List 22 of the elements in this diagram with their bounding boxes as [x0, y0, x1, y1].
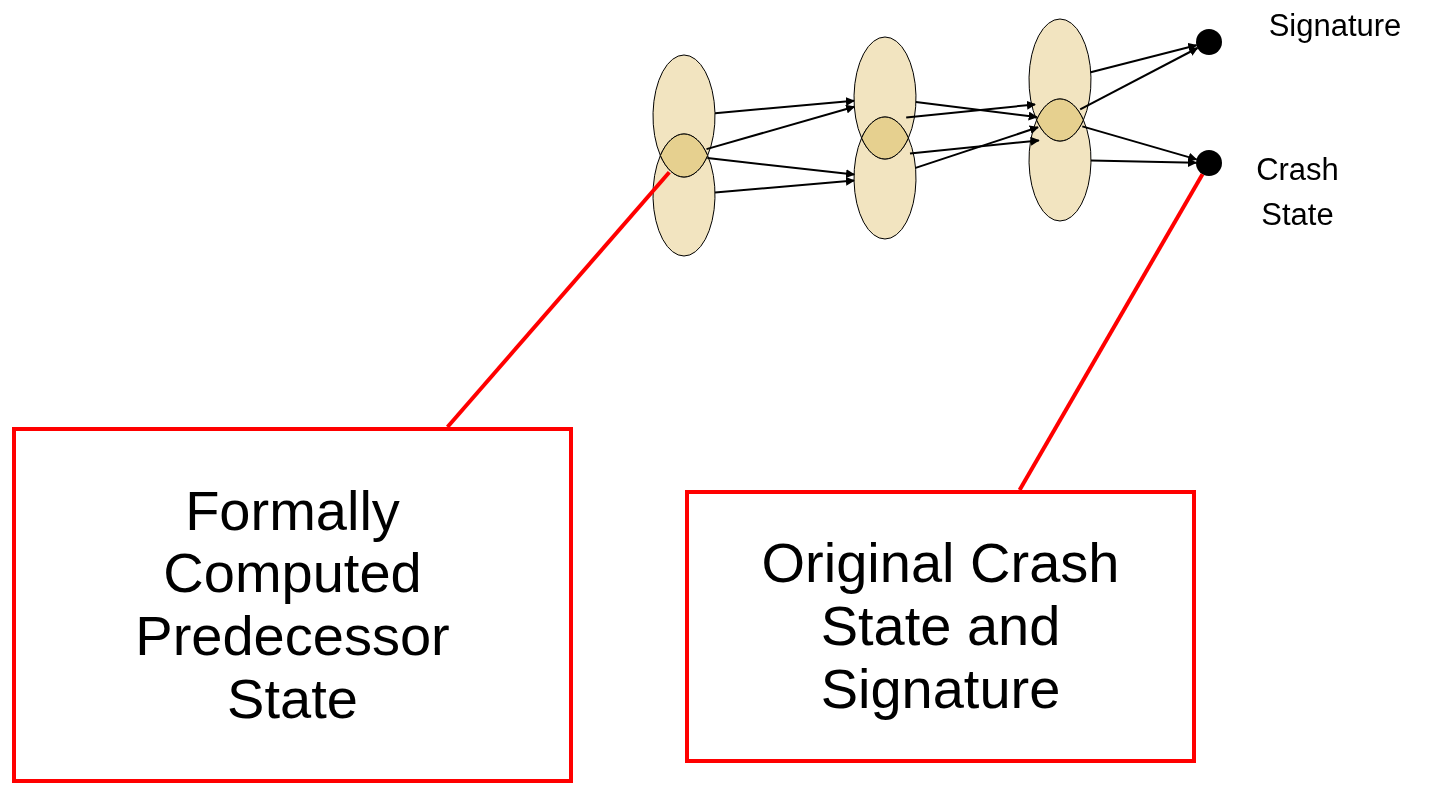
node-label: Crash State [1255, 151, 1340, 234]
arrow [905, 100, 1036, 119]
state-overlap [659, 133, 709, 178]
state-overlap [861, 116, 909, 160]
arrow [706, 157, 856, 179]
arrow [914, 125, 1039, 169]
callout-box: Formally Computed Predecessor State [12, 427, 573, 783]
arrow [714, 97, 855, 115]
node-label: Signature [1267, 7, 1403, 45]
arrow [714, 176, 855, 194]
leader-line [1017, 173, 1205, 491]
arrow [1081, 125, 1198, 162]
arrow [1089, 42, 1198, 74]
arrow [1079, 47, 1199, 111]
arrow [909, 136, 1040, 155]
arrow [1090, 158, 1197, 168]
callout-box: Original Crash State and Signature [685, 490, 1196, 763]
state-dot [1196, 150, 1222, 176]
arrow [705, 104, 856, 151]
state-dot [1196, 29, 1222, 55]
state-overlap [1036, 98, 1084, 142]
arrow [914, 100, 1038, 121]
